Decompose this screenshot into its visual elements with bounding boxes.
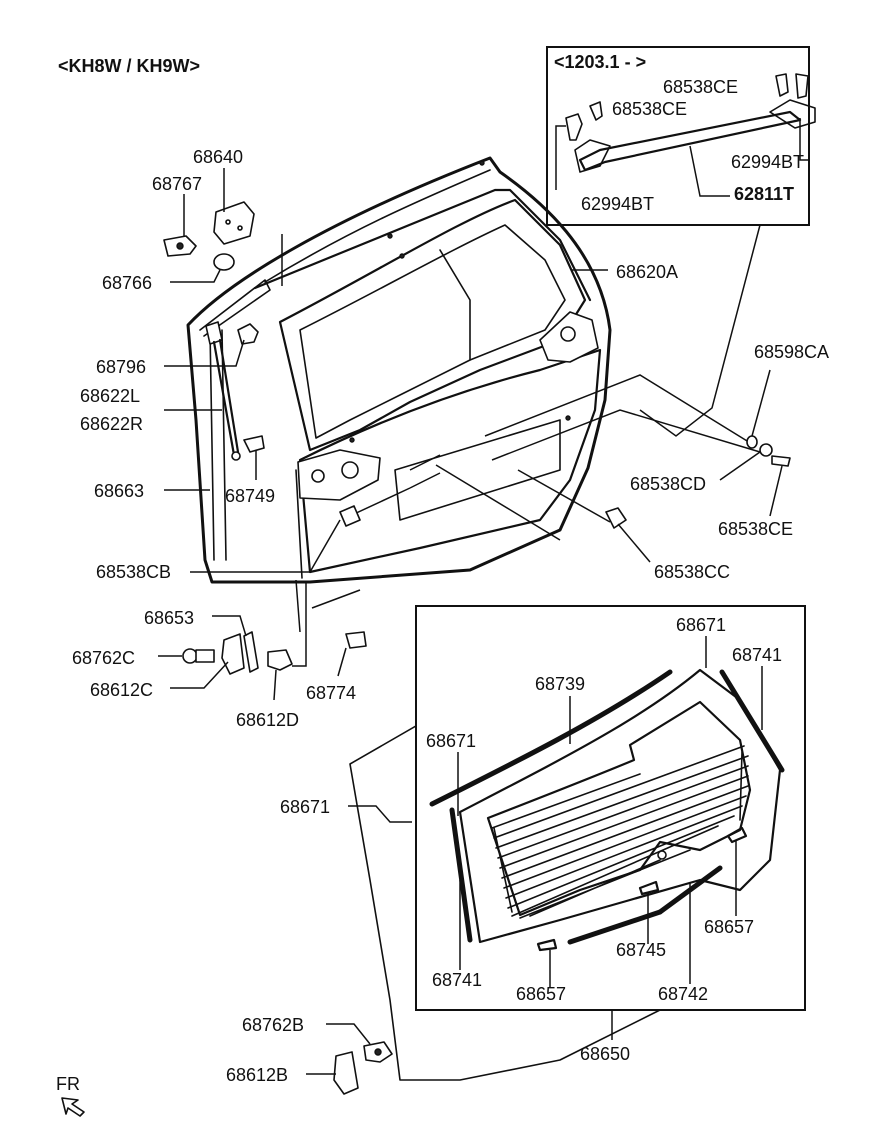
label-68612B: 68612B bbox=[226, 1065, 288, 1085]
label-inset-62994BT-a: 62994BT bbox=[731, 152, 804, 172]
glass-inset-box bbox=[348, 605, 806, 1081]
leader-lines bbox=[158, 168, 783, 701]
label-68739: 68739 bbox=[535, 674, 585, 694]
label-68762B: 68762B bbox=[242, 1015, 304, 1035]
label-68657-a: 68657 bbox=[516, 984, 566, 1004]
label-68612D: 68612D bbox=[236, 710, 299, 730]
label-68742: 68742 bbox=[658, 984, 708, 1004]
label-68741-b: 68741 bbox=[432, 970, 482, 990]
label-68653: 68653 bbox=[144, 608, 194, 628]
inset-top-title: <1203.1 - > bbox=[554, 52, 646, 72]
label-68766: 68766 bbox=[102, 273, 152, 293]
inset-top-box: <1203.1 - > 68538CE 68538CE 62994BT 6299… bbox=[546, 46, 816, 226]
label-68538CB: 68538CB bbox=[96, 562, 171, 582]
label-inset-62994BT-b: 62994BT bbox=[581, 194, 654, 214]
bracket-icon bbox=[213, 201, 255, 245]
label-68620A: 68620A bbox=[616, 262, 678, 282]
label-68671-a: 68671 bbox=[676, 615, 726, 635]
label-68538CC: 68538CC bbox=[654, 562, 730, 582]
model-label: <KH8W / KH9W> bbox=[58, 56, 200, 76]
label-68598CA: 68598CA bbox=[754, 342, 829, 362]
gas-lifter-strut bbox=[205, 321, 241, 461]
label-68622R: 68622R bbox=[80, 414, 143, 434]
label-68796: 68796 bbox=[96, 357, 146, 377]
label-68774: 68774 bbox=[306, 683, 356, 703]
label-68762C: 68762C bbox=[72, 648, 135, 668]
label-68538CE: 68538CE bbox=[718, 519, 793, 539]
label-68657-b: 68657 bbox=[704, 917, 754, 937]
label-68538CD: 68538CD bbox=[630, 474, 706, 494]
label-68741-a: 68741 bbox=[732, 645, 782, 665]
label-68612C: 68612C bbox=[90, 680, 153, 700]
fr-label: FR bbox=[56, 1074, 80, 1094]
bottom-parts bbox=[306, 1023, 393, 1095]
front-arrow-icon bbox=[61, 1097, 85, 1117]
label-inset-68538CE-a: 68538CE bbox=[663, 77, 738, 97]
label-68671-c: 68671 bbox=[280, 797, 330, 817]
label-68650: 68650 bbox=[580, 1044, 630, 1064]
part-labels: 68640 68767 68766 68796 68622L 68622R 68… bbox=[72, 147, 829, 1085]
label-inset-62811T: 62811T bbox=[734, 184, 794, 204]
label-68767: 68767 bbox=[152, 174, 202, 194]
label-68671-b: 68671 bbox=[426, 731, 476, 751]
label-68745: 68745 bbox=[616, 940, 666, 960]
label-68622L: 68622L bbox=[80, 386, 140, 406]
label-inset-68538CE-b: 68538CE bbox=[612, 99, 687, 119]
label-68640: 68640 bbox=[193, 147, 243, 167]
loose-parts bbox=[163, 201, 791, 675]
tailgate-panel bbox=[186, 156, 761, 667]
label-68663: 68663 bbox=[94, 481, 144, 501]
label-68749: 68749 bbox=[225, 486, 275, 506]
front-direction-indicator: FR bbox=[56, 1074, 85, 1117]
clip-icon bbox=[565, 113, 583, 141]
